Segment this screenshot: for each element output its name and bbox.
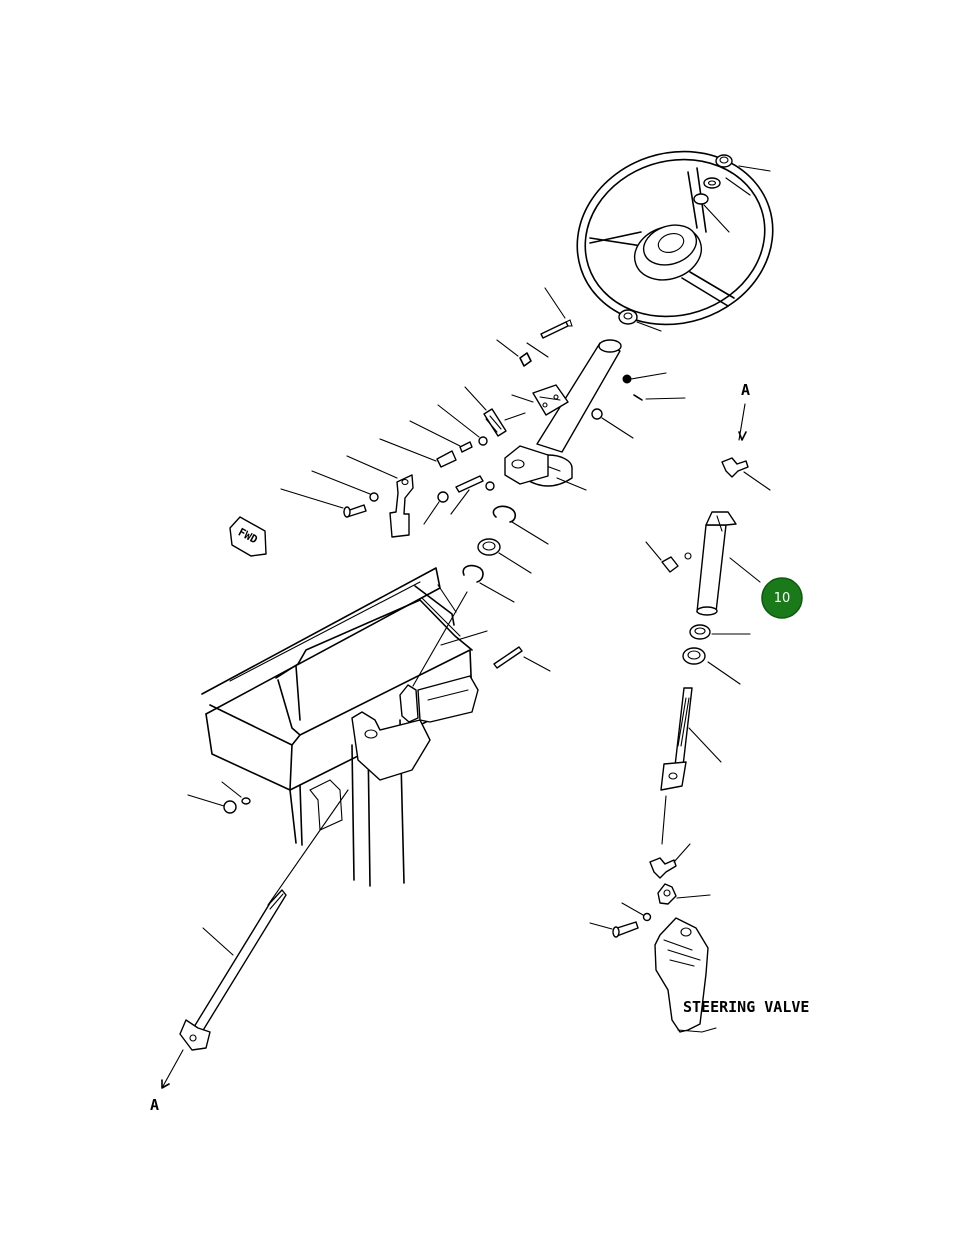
column-lower-parts	[462, 505, 549, 603]
callout-10[interactable]: 10	[761, 577, 803, 619]
dash-cowl	[187, 567, 551, 887]
right-shaft-assembly	[589, 403, 771, 1033]
ref-letter-a-bottom: A	[150, 1096, 159, 1114]
steering-wheel	[576, 150, 774, 326]
ref-letter-a-top: A	[741, 381, 750, 399]
ref-arrow-a-bottom	[161, 1049, 184, 1089]
left-fasteners	[280, 287, 573, 538]
wheel-nut-stack	[693, 154, 771, 233]
lower-shaft-left	[179, 789, 349, 1051]
column-nut	[618, 309, 662, 332]
callout-number: 10	[774, 591, 791, 606]
grease-fitting	[591, 372, 686, 439]
fwd-decal: FWD	[229, 516, 267, 557]
steering-column	[504, 339, 622, 487]
steering-valve-label: STEERING VALVE	[683, 998, 809, 1016]
